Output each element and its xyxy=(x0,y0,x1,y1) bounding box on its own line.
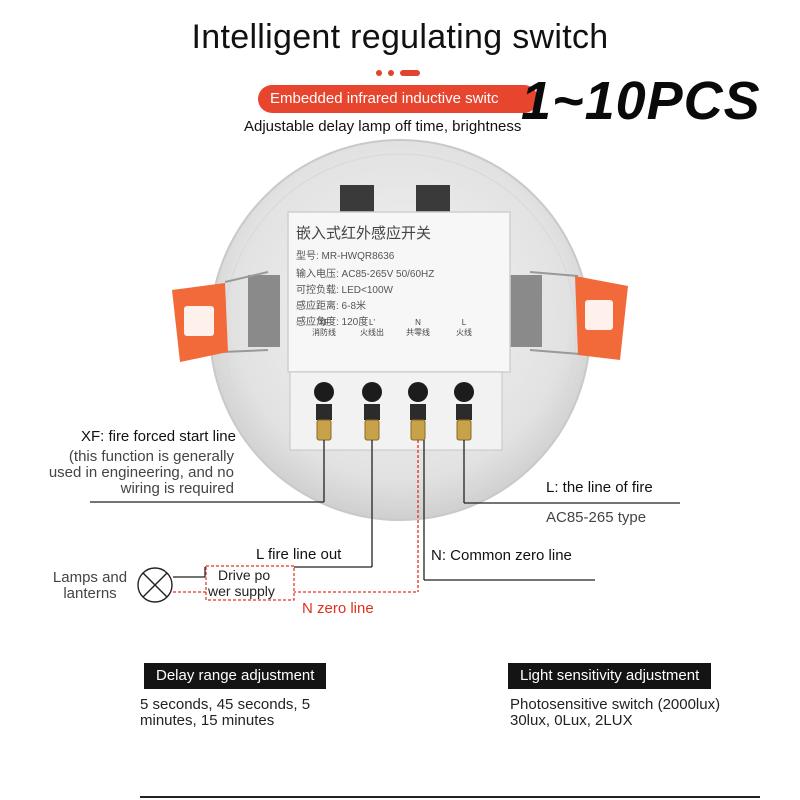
terminal-xf: XF 消防线 xyxy=(312,318,336,337)
terminal-legend: XF 消防线 L' 火线出 N 共零线 L 火线 xyxy=(304,318,484,358)
l-out-label: L fire line out xyxy=(256,546,342,563)
terminal-l: L 火线 xyxy=(456,318,472,337)
lamps-label: Lamps and lanterns xyxy=(52,569,128,602)
drive-label-line1: Drive po xyxy=(218,567,271,583)
decorative-dots xyxy=(376,70,426,78)
n-zero-label: N zero line xyxy=(302,600,374,617)
light-sensitivity-badge: Light sensitivity adjustment xyxy=(508,663,712,689)
spring-left xyxy=(221,271,282,353)
xf-note: (this function is generally used in engi… xyxy=(48,448,234,497)
delay-range-badge: Delay range adjustment xyxy=(144,663,327,689)
l-fire-label: L: the line of fire xyxy=(546,479,653,496)
label-plate xyxy=(287,211,511,373)
subtitle: Adjustable delay lamp off time, brightne… xyxy=(244,118,522,135)
terminal-n: N 共零线 xyxy=(406,318,430,337)
device-label: 嵌入式红外感应开关 型号: MR-HWQR8636 输入电压: AC85-265… xyxy=(296,222,506,328)
l-fire-note: AC85-265 type xyxy=(546,509,647,526)
spring-right xyxy=(506,271,581,355)
device-label-load: 可控负载: LED<100W xyxy=(296,285,393,296)
lamp-symbol xyxy=(137,567,173,603)
delay-range-text: 5 seconds, 45 seconds, 5 minutes, 15 min… xyxy=(140,696,311,729)
page-title: Intelligent regulating switch xyxy=(191,18,609,56)
device-label-model: 型号: MR-HWQR8636 xyxy=(296,251,395,262)
terminal-l-out: L' 火线出 xyxy=(360,318,384,337)
device-label-angle: 感应角度: 120度 xyxy=(296,317,369,328)
device-label-voltage: 输入电压: AC85-265V 50/60HZ xyxy=(296,269,435,280)
device-label-heading: 嵌入式红外感应开关 xyxy=(296,225,432,242)
xf-label: XF: fire forced start line xyxy=(80,428,236,445)
n-common-label: N: Common zero line xyxy=(431,547,572,564)
device-label-distance: 感应距离: 6-8米 xyxy=(296,301,367,312)
light-sensitivity-text: Photosensitive switch (2000lux) 30lux, 0… xyxy=(510,696,721,729)
drive-label-line2: wer supply xyxy=(208,583,275,599)
drive-power-box xyxy=(205,565,295,601)
feature-banner: Embedded infrared inductive switc xyxy=(258,85,538,113)
quantity-promo: 1~10PCS xyxy=(521,71,761,131)
